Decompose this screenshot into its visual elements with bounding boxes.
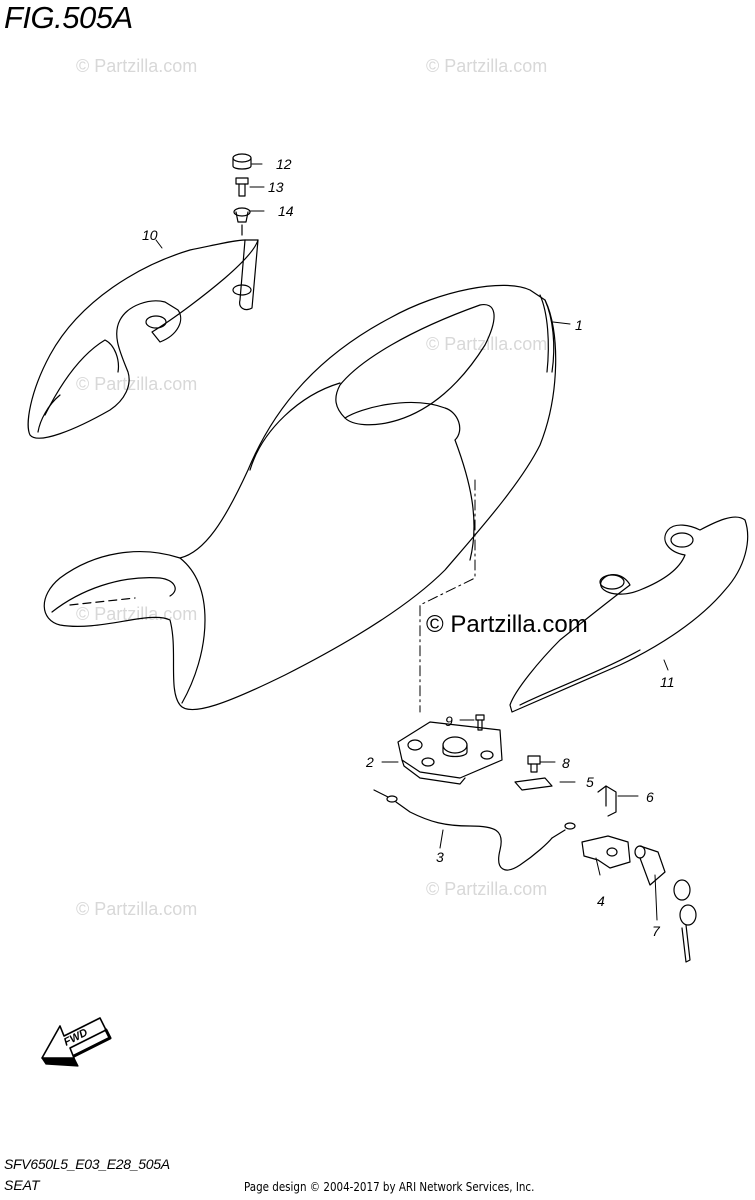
lock-bracket-part: [397, 721, 503, 785]
watermark-text: © Partzilla.com: [76, 899, 197, 919]
collar-part: [233, 207, 251, 223]
lock-mount-bracket-part: [581, 835, 631, 869]
key-lock-part: [634, 845, 697, 963]
callout-13: 13: [268, 179, 284, 195]
right-grab-handle-part: [509, 516, 749, 713]
callout-8: 8: [562, 755, 570, 771]
watermark-text: © Partzilla.com: [76, 374, 197, 394]
leader-lines: [155, 163, 669, 921]
callout-6: 6: [646, 789, 654, 805]
callout-3: 3: [436, 849, 444, 865]
callout-4: 4: [597, 893, 605, 909]
watermark-text: © Partzilla.com: [426, 334, 547, 354]
callout-11: 11: [660, 674, 675, 690]
callouts: 1 2 3 4 5 6 7 8 9 10 11 12 13 14: [142, 156, 675, 939]
watermark-text: © Partzilla.com: [76, 56, 197, 76]
callout-1: 1: [575, 317, 583, 333]
callout-7: 7: [652, 923, 661, 939]
bolt-9-part: [475, 714, 485, 731]
cable-part: [373, 789, 576, 871]
figure-code: SFV650L5_E03_E28_505A: [4, 1156, 170, 1172]
cap-part: [232, 153, 252, 170]
left-grab-handle-part: [27, 239, 259, 439]
watermark-text: © Partzilla.com: [76, 604, 197, 624]
bolt-part: [235, 177, 249, 197]
figure-title: FIG.505A: [4, 0, 133, 35]
plate-part: [514, 777, 553, 791]
callout-5: 5: [586, 774, 594, 790]
watermark-text: © Partzilla.com: [426, 56, 547, 76]
seat-part: [43, 284, 557, 711]
watermarks: © Partzilla.com © Partzilla.com © Partzi…: [76, 56, 547, 919]
watermark-text: © Partzilla.com: [426, 879, 547, 899]
callout-9: 9: [445, 713, 453, 729]
callout-14: 14: [278, 203, 294, 219]
callout-12: 12: [276, 156, 292, 172]
watermark-bold: © Partzilla.com: [426, 611, 588, 638]
callout-10: 10: [142, 227, 158, 243]
figure-name: SEAT: [4, 1177, 40, 1193]
footer-credit: Page design © 2004-2017 by ARI Network S…: [244, 1180, 535, 1194]
callout-2: 2: [365, 754, 374, 770]
clip-part: [597, 785, 617, 817]
fwd-arrow-icon: FWD: [41, 1017, 112, 1067]
bolt-8-part: [527, 755, 541, 773]
